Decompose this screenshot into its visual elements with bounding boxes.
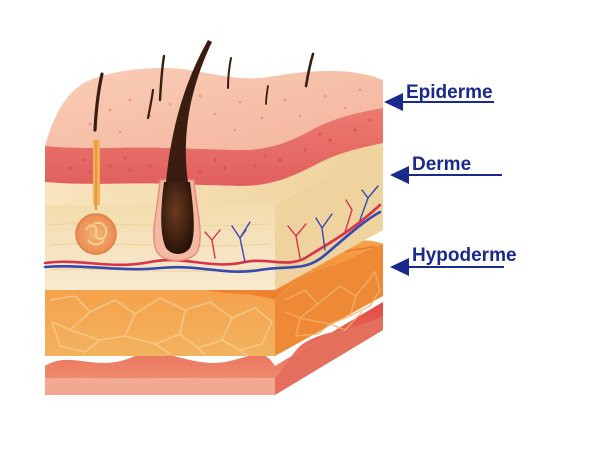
blood-vessels [43, 185, 382, 273]
hair-bulb [161, 182, 194, 254]
label-derme: Derme [412, 154, 471, 175]
artery [43, 203, 382, 267]
epidermis-layer [45, 68, 383, 205]
label-hypoderme-group: Hypoderme [390, 245, 517, 276]
muscle-layer [45, 302, 383, 395]
vein [43, 210, 382, 273]
hair-structures [75, 40, 315, 262]
hair-shaft [166, 40, 212, 182]
label-epiderme: Epiderme [406, 82, 493, 103]
label-epiderme-group: Epiderme [384, 82, 494, 111]
label-hypoderme: Hypoderme [412, 245, 517, 266]
label-derme-group: Derme [390, 154, 502, 184]
